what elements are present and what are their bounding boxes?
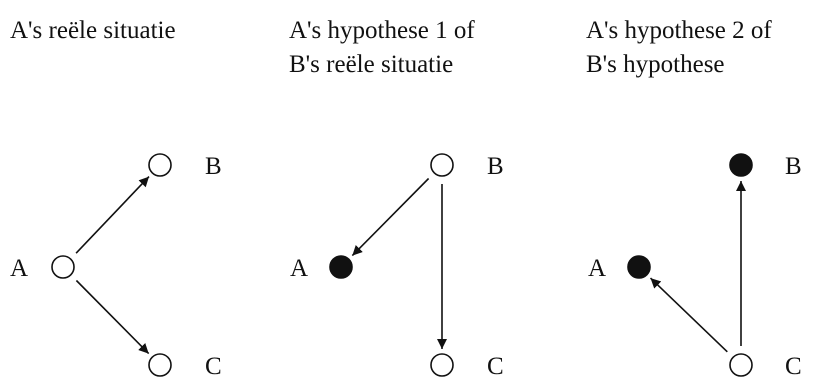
panel-1-node-c-label: C (205, 353, 222, 378)
panel-3-node-c (729, 353, 753, 377)
panel-3-arrow-c-to-a (649, 277, 728, 353)
panel-1-node-a (51, 255, 75, 279)
panel-1-arrow-a-to-b (75, 176, 150, 254)
panel-2-node-a-label: A (290, 255, 308, 282)
panel-2-node-c (430, 353, 454, 377)
panel-3-node-c-label: C (785, 353, 802, 378)
panel-2-node-a (329, 255, 353, 279)
panel-2-title-line-1: A's hypothese 1 of (289, 17, 475, 44)
panel-1-node-c (148, 353, 172, 377)
panel-1-title: A's reële situatie (10, 14, 176, 48)
panel-2-node-c-label: C (487, 353, 504, 378)
panel-3-node-b (729, 153, 753, 177)
panel-1-node-b-label: B (205, 153, 222, 180)
panel-1-arrow-a-to-c (75, 279, 150, 355)
panel-3-node-a-label: A (588, 255, 606, 282)
panel-3-title-line-1: A's hypothese 2 of (586, 17, 772, 44)
panel-2-title: A's hypothese 1 of B's reële situatie (289, 14, 475, 82)
panel-2-node-b (430, 153, 454, 177)
panel-1-node-b (148, 153, 172, 177)
panel-3-title: A's hypothese 2 of B's hypothese (586, 14, 772, 82)
panel-2-arrow-b-to-a (351, 177, 430, 257)
panel-2-node-b-label: B (487, 153, 504, 180)
panel-1-title-line-1: A's reële situatie (10, 17, 176, 44)
panel-1-node-a-label: A (10, 255, 28, 282)
panel-3-node-a (627, 255, 651, 279)
panel-3-title-line-2: B's hypothese (586, 51, 725, 78)
panel-2-title-line-2: B's reële situatie (289, 51, 454, 78)
panel-3-node-b-label: B (785, 153, 802, 180)
